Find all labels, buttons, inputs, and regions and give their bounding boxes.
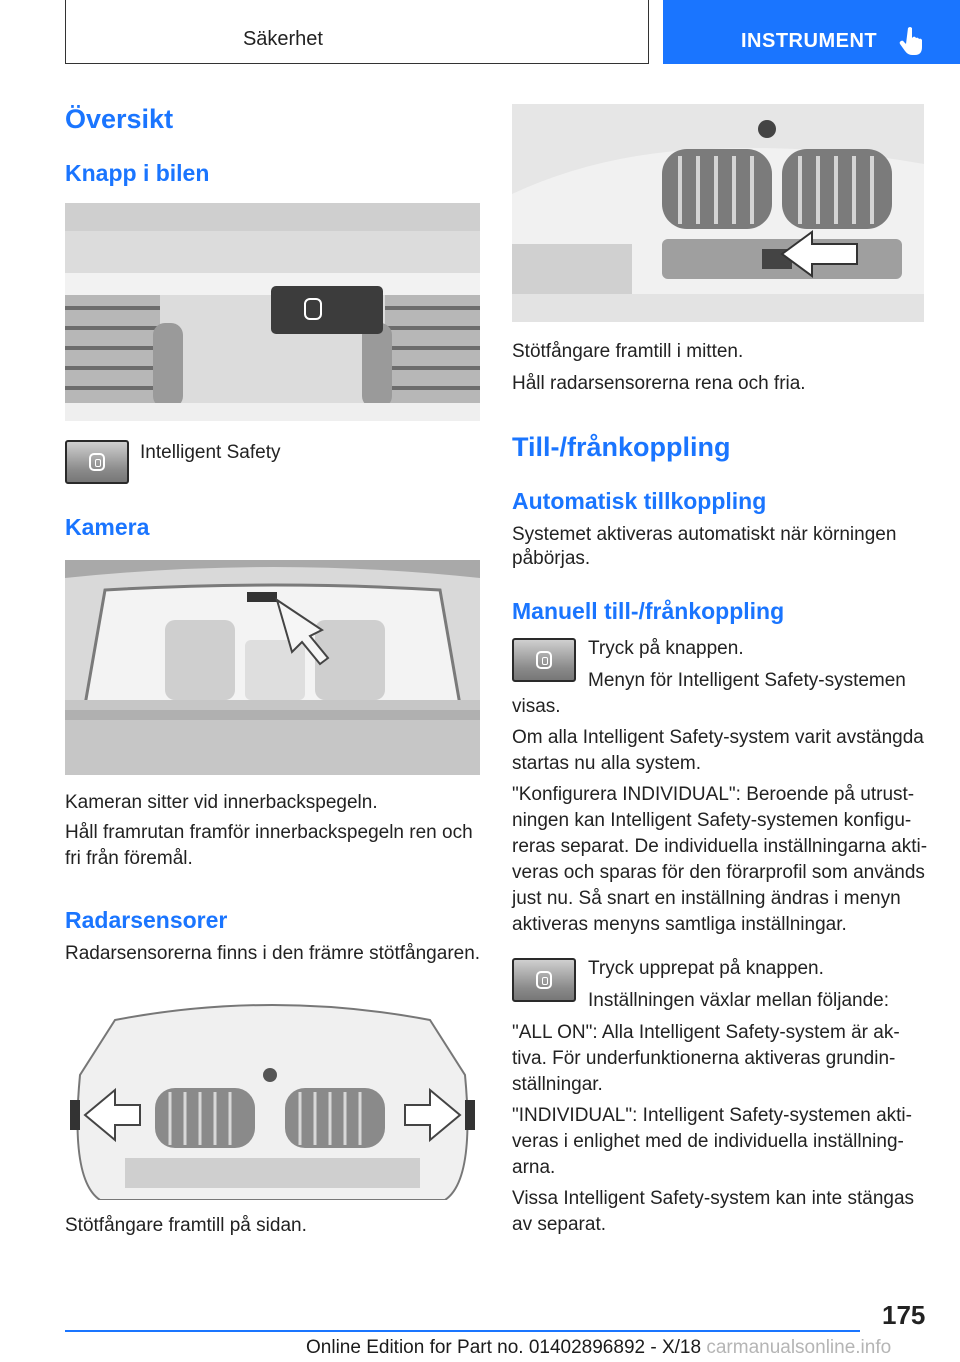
header-section-box: Säkerhet	[65, 0, 649, 64]
radar-line: Radarsensorerna finns i den främre stötf…	[65, 943, 481, 964]
radar-caption: Stötfångare framtill på sidan.	[65, 1215, 307, 1236]
camera-line-2: Håll framrutan framför innerbackspegeln …	[65, 822, 473, 843]
header-chapter-label: INSTRUMENT	[741, 30, 878, 52]
footer-watermark[interactable]: carmanualsonline.info	[706, 1337, 892, 1358]
para2-line-6: aktiveras menyns samtliga inställningar.	[512, 914, 847, 935]
page-number: 175	[882, 1300, 926, 1330]
para4-line-3: arna.	[512, 1157, 556, 1178]
on-off-title: Till-/frånkoppling	[512, 432, 731, 462]
repeat-line-1: Tryck upprepat på knappen.	[588, 958, 824, 979]
footer-rule	[65, 1330, 860, 1332]
para3-line-1: "ALL ON": Alla Intelligent Safety-system…	[512, 1022, 900, 1043]
overview-title: Översikt	[65, 104, 174, 134]
intelligent-safety-button-icon	[65, 440, 129, 484]
para3-line-2: tiva. För underfunktionerna aktiveras gr…	[512, 1048, 896, 1069]
pointing-hand-icon	[899, 27, 922, 55]
press-line-1: Tryck på knappen.	[588, 638, 744, 659]
dashboard-button-photo	[65, 203, 480, 421]
para4-line-2: veras i enlighet med de individuella ins…	[512, 1131, 904, 1152]
footer-edition: Online Edition for Part no. 01402896892 …	[306, 1337, 702, 1358]
button-subheading: Knapp i bilen	[65, 160, 210, 186]
para2-line-2: ningen kan Intelligent Safety-systemen k…	[512, 810, 912, 831]
camera-subheading: Kamera	[65, 514, 150, 540]
header-chapter-tab[interactable]: INSTRUMENT	[663, 0, 960, 64]
header-section-title: Säkerhet	[242, 28, 323, 50]
auto-line-2: påbörjas.	[512, 548, 591, 569]
para2-line-1: "Konfigurera INDIVIDUAL": Beroende på ut…	[512, 784, 915, 805]
para2-line-4: veras och sparas för den förarprofil som…	[512, 862, 925, 883]
front-caption-1: Stötfångare framtill i mitten.	[512, 341, 744, 362]
footer-edition-line: Online Edition for Part no. 01402896892 …	[306, 1337, 891, 1359]
para4-line-1: "INDIVIDUAL": Intelligent Safety-systeme…	[512, 1105, 912, 1126]
auto-subheading: Automatisk tillkoppling	[512, 488, 767, 514]
para5-line-1: Vissa Intelligent Safety-system kan inte…	[512, 1188, 915, 1209]
camera-interior-photo	[65, 560, 480, 775]
button-caption: Intelligent Safety	[140, 442, 281, 463]
intelligent-safety-button-icon	[512, 638, 576, 682]
auto-line-1: Systemet aktiveras automatiskt när körni…	[512, 524, 897, 545]
para1-line-1: Om alla Intelligent Safety-system varit …	[512, 727, 924, 748]
repeat-line-2: Inställningen växlar mellan följande:	[588, 990, 890, 1011]
para2-line-5: just nu. Så snart en inställning ändras …	[512, 888, 901, 909]
camera-line-3: fri från föremål.	[65, 848, 193, 869]
front-caption-2: Håll radarsensorerna rena och fria.	[512, 373, 806, 394]
para2-line-3: reras separat. De individuella inställni…	[512, 836, 928, 857]
press-line-2: Menyn för Intelligent Safety-systemen	[588, 670, 906, 691]
intelligent-safety-button-icon	[512, 958, 576, 1002]
press-line-3: visas.	[512, 696, 561, 717]
front-bumper-center-photo	[512, 104, 924, 322]
front-bumper-side-photo	[65, 980, 480, 1200]
para1-line-2: startas nu alla system.	[512, 753, 702, 774]
para5-line-2: av separat.	[512, 1214, 606, 1235]
radar-subheading: Radarsensorer	[65, 907, 228, 933]
para3-line-3: ställningar.	[512, 1074, 603, 1095]
camera-line-1: Kameran sitter vid innerbackspegeln.	[65, 792, 378, 813]
manual-subheading: Manuell till-/frånkoppling	[512, 598, 785, 624]
